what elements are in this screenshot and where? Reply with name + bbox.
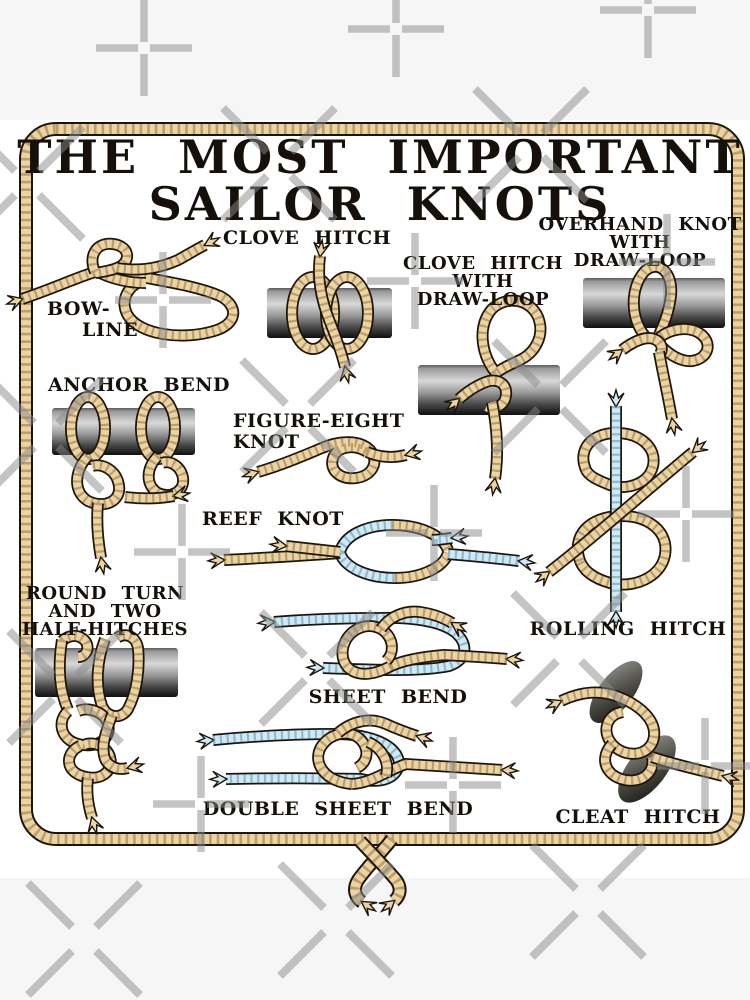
label-line: BOW- [47,298,111,320]
label-line: ROLLING HITCH [529,618,727,640]
reef-knot-illustration [224,525,519,578]
label-line: HALF-HITCHES [22,619,188,640]
knot-label-reef-knot: REEF KNOT [202,509,344,530]
label-line: WITH [452,271,514,292]
knot-label-figure-eight: FIGURE-EIGHT KNOT [233,411,404,453]
anchor-bend-illustration [52,397,195,558]
knot-label-double-sheet-bend: DOUBLE SHEET BEND [203,799,473,820]
cleat [589,661,676,803]
knot-label-clove-hitch: CLOVE HITCH [223,228,391,249]
label-line: AND TWO [48,601,162,622]
knot-label-overhand-draw-loop: OVERHAND KNOT WITH DRAW-LOOP [539,216,742,270]
label-line: SHEET BEND [308,686,468,708]
rope-border-tails [355,839,400,902]
label-line: LINE [82,319,139,341]
rolling-hitch-illustration [549,406,693,612]
title-line-1: THE MOST IMPORTANT [17,130,743,184]
label-line: DRAW-LOOP [573,250,707,271]
knot-label-cleat-hitch: CLEAT HITCH [556,807,721,828]
label-line: REEF KNOT [202,508,344,530]
overhand-knot-draw-loop-illustration [583,267,725,419]
label-line: DOUBLE SHEET BEND [202,798,474,820]
label-line: FIGURE-EIGHT [233,410,405,432]
cleat-hitch-illustration [561,661,723,803]
label-line: KNOT [233,431,300,453]
label-line: CLOVE HITCH [222,227,392,249]
double-sheet-bend-illustration [213,721,502,784]
knot-label-anchor-bend: ANCHOR BEND [48,375,230,396]
knot-label-sheet-bend: SHEET BEND [309,687,468,708]
clove-hitch-illustration [267,256,392,367]
sheet-bend-illustration [274,612,507,674]
label-line: CLEAT HITCH [555,806,721,828]
label-line: DRAW-LOOP [416,289,550,310]
clove-hitch-draw-loop-illustration [418,301,560,479]
knot-label-round-turn: ROUND TURN AND TWO HALF-HITCHES [22,585,188,639]
round-turn-illustration [35,635,178,818]
knot-label-bowline: BOW- LINE [47,299,138,341]
knot-label-rolling-hitch: ROLLING HITCH [530,619,727,640]
label-line: ANCHOR BEND [48,374,231,396]
pipe [583,278,725,328]
